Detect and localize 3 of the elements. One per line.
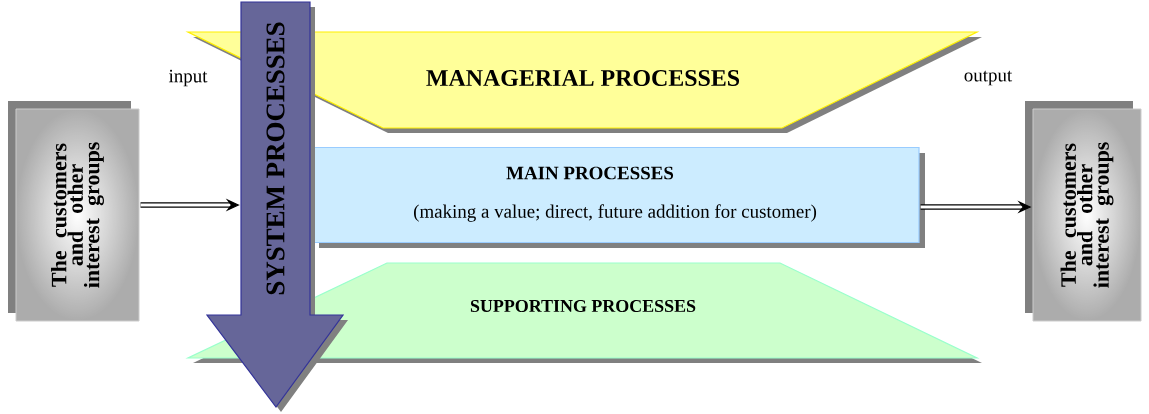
group-box: The customers and other interest groups — [1025, 101, 1142, 322]
group-box: The customers and other interest groups — [8, 101, 140, 322]
process-box: MAIN PROCESSES (making a value; direct, future addition for customer) — [312, 146, 925, 248]
